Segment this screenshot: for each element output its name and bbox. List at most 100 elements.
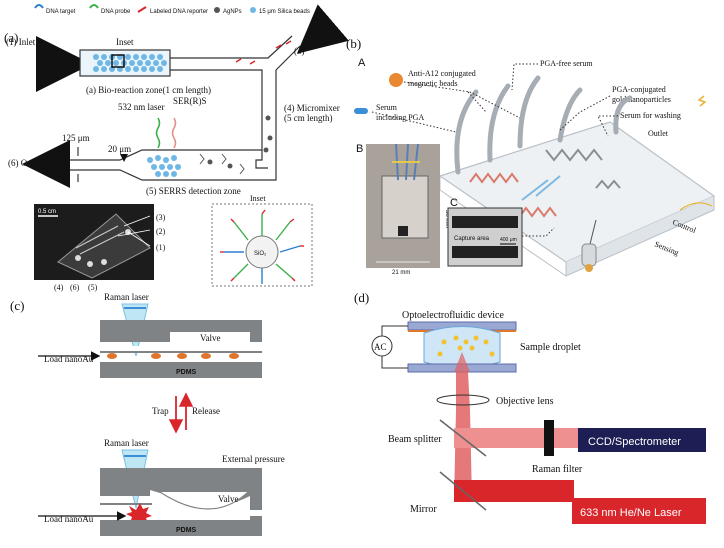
photo-label-2: (2): [156, 227, 166, 236]
serum-pga-2: including PGA: [376, 113, 424, 122]
inlet3-arrow: [296, 4, 349, 54]
droplet-particles: [437, 335, 495, 357]
legend-dna-probe: DNA probe: [101, 9, 131, 15]
photo-label-4: (4): [54, 283, 64, 292]
legend-agnps: AgNPs: [223, 9, 242, 15]
inset-title: Inset: [250, 194, 266, 203]
valve-label-2: Valve: [218, 494, 239, 504]
dna-probe-icon: [89, 4, 99, 9]
upper-channel: [170, 35, 301, 100]
valve-label-1: Valve: [200, 333, 221, 343]
panel-a-label: (a): [4, 30, 18, 45]
inset-frame: [211, 203, 313, 287]
reporters-in-channel: [235, 40, 292, 65]
panel-d-label: (d): [354, 290, 369, 305]
reporter-icon: [137, 6, 147, 13]
crossing-channels: [521, 175, 561, 201]
photo-label-6: (6): [70, 283, 80, 292]
beam-splitter-label: Beam splitter: [388, 434, 442, 445]
raman-filter-label: Raman filter: [532, 464, 583, 475]
panel-c-label: (c): [10, 298, 24, 313]
laser-wave: [155, 117, 161, 149]
panel-a-legend: DNA target DNA probe Labeled DNA reporte…: [34, 4, 310, 15]
serrs-label: SER(R)S: [173, 96, 207, 106]
laser-source-label: 633 nm He/Ne Laser: [580, 507, 682, 519]
detection-beads: [147, 155, 181, 177]
ac-label: AC: [374, 342, 387, 352]
load-label-2: Load nanoAu: [44, 514, 94, 524]
capture-area-label: Capture area: [454, 236, 490, 242]
trap-label: Trap: [152, 406, 169, 416]
pga-conj-2: gold nanoparticles: [612, 95, 671, 104]
photo-label-3: (3): [156, 213, 166, 222]
detection-zone-label: (5) SERRS detection zone: [146, 186, 241, 196]
pga-free-label: PGA-free serum: [540, 59, 593, 68]
dim-20: 20 μm: [108, 144, 131, 154]
inset-label: Inset: [116, 37, 134, 47]
sio2-label: SiO₂: [254, 251, 267, 257]
micromixer: [255, 100, 277, 169]
raman-filter: [544, 420, 554, 456]
serum-pga-1: Serum: [376, 103, 398, 112]
device-top-1: [100, 320, 262, 342]
objective-lens: [436, 394, 490, 406]
bio-zone-label: (a) Bio-reaction zone(1 cm length): [86, 85, 211, 95]
device-label: Optoelectrofluidic device: [402, 310, 504, 321]
micromixer-label-1: (4) Micromixer: [284, 103, 340, 113]
inlet1-label: (1) Inlet 1: [6, 37, 42, 47]
raman-label-1: Raman laser: [104, 292, 149, 302]
port3-label: (3): [294, 46, 305, 56]
control-channel: [545, 148, 621, 190]
mirror: [439, 471, 487, 511]
legend-reporter: Labeled DNA reporter: [150, 9, 208, 15]
panel-b-sub-c: C: [450, 197, 458, 209]
external-pressure-label: External pressure: [222, 454, 285, 464]
anti-label-2: magnetic beads: [408, 79, 458, 88]
magnetic-bead-icon: [389, 73, 403, 87]
legend-dna-target: DNA target: [46, 9, 76, 15]
pdms-layer-2: [100, 520, 262, 536]
magnet: [581, 243, 597, 267]
serum-wash-label: Serum for washing: [620, 111, 681, 120]
panel-b-label: (b): [346, 36, 361, 51]
serrs-wave: [171, 117, 177, 149]
mixer-particles: [207, 115, 273, 169]
panel-d: (d) Optoelectrofluidic device AC Sample …: [354, 290, 706, 524]
leader-lines: [371, 63, 618, 137]
panel-c: (c) Raman laser Valve PDMS Load nanoAu T…: [10, 292, 285, 536]
raman-label-2: Raman laser: [104, 438, 149, 448]
dim-125: 125 μm: [62, 133, 90, 143]
panel-b-sub-a: A: [358, 57, 366, 69]
load-label-1: Load nanoAu: [44, 354, 94, 364]
ccd-label: CCD/Spectrometer: [588, 436, 681, 448]
outlet-b-label: Outlet: [648, 129, 669, 138]
anti-label-1: Anti-A12 conjugated: [408, 69, 476, 78]
sensing-label: Sensing: [653, 240, 680, 258]
panel-b: (b) A Anti-A12 conjugated magnetic beads…: [346, 36, 716, 277]
photo-label-5: (5): [88, 283, 98, 292]
photo-label-1: (1): [156, 243, 166, 252]
inset-box: [111, 54, 125, 68]
panel-a: (a) DNA target DNA probe Labeled DNA rep…: [4, 4, 349, 292]
laser-label: 532 nm laser: [118, 102, 165, 112]
gold-np-icon: [697, 95, 707, 107]
sensing-channel: [469, 172, 557, 218]
droplet-label: Sample droplet: [520, 342, 581, 353]
silica-bead-icon: [250, 7, 256, 13]
beam-splitter: [439, 419, 487, 457]
dna-target-icon: [34, 4, 44, 9]
scale-400: 400 μm: [500, 237, 517, 243]
sio2-bead: [245, 235, 279, 269]
pdms-layer-1: [100, 362, 262, 378]
pga-conj-1: PGA-conjugated: [612, 85, 666, 94]
source-beam: [454, 480, 574, 502]
ccd-box: [578, 428, 706, 452]
legend-silica: 15 μm Silica beads: [259, 9, 310, 15]
dim-21: 21 mm: [392, 270, 410, 276]
serum-tube-icon: [354, 108, 368, 114]
micromixer-label-2: (5 cm length): [284, 113, 333, 123]
tubing: [454, 75, 633, 175]
release-label: Release: [192, 406, 220, 416]
panel-b-sub-b: B: [356, 143, 363, 155]
